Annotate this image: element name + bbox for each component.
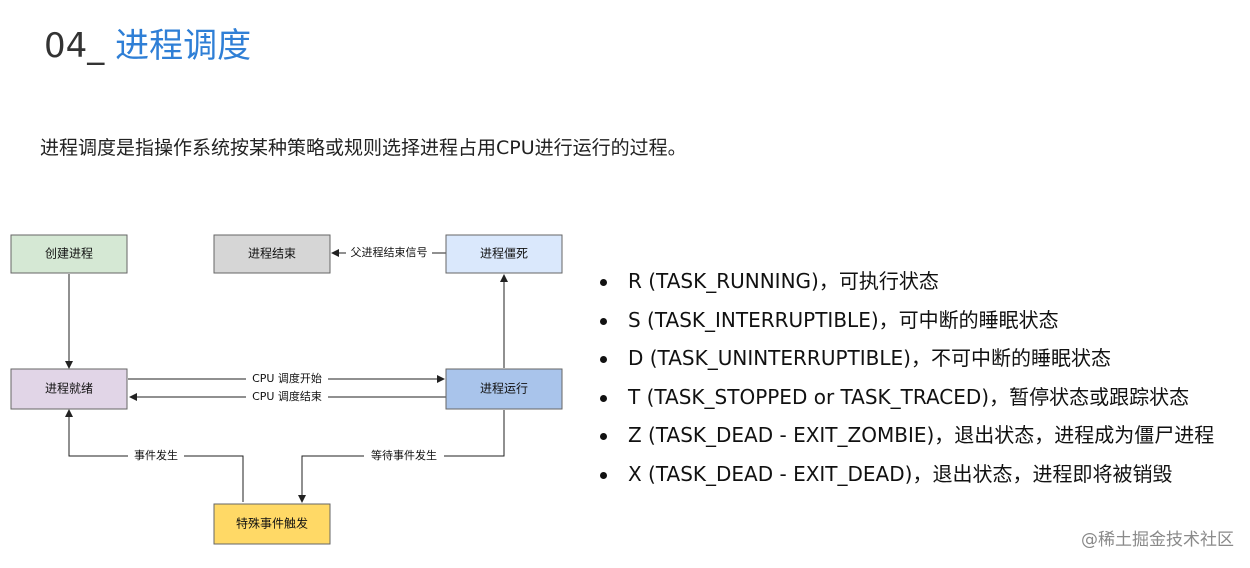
page-title: 04_ 进程调度 — [44, 22, 251, 70]
site-watermark: @稀土掘金技术社区 — [1081, 530, 1234, 550]
node-process-zombie-label: 进程僵死 — [480, 246, 528, 261]
node-process-running-label: 进程运行 — [480, 381, 528, 396]
edge-label-cpu-start: CPU 调度开始 — [252, 371, 322, 385]
state-item-z: Z (TASK_DEAD - EXIT_ZOMBIE)，退出状态，进程成为僵尸进… — [596, 416, 1214, 455]
edge-label-parent-signal: 父进程结束信号 — [351, 246, 428, 259]
state-item-t: T (TASK_STOPPED or TASK_TRACED)，暂停状态或跟踪状… — [596, 378, 1214, 417]
node-process-ready-box — [10, 368, 128, 410]
process-states-list: R (TASK_RUNNING)，可执行状态 S (TASK_INTERRUPT… — [596, 262, 1214, 493]
node-process-running: 进程运行 — [445, 368, 563, 410]
edge-label-event-occur: 事件发生 — [134, 448, 178, 462]
process-state-diagram: 父进程结束信号 CPU 调度开始 CPU 调度结束 事件发生 等待事件发生 创建… — [10, 234, 563, 545]
state-item-s: S (TASK_INTERRUPTIBLE)，可中断的睡眠状态 — [596, 301, 1214, 340]
node-special-event-box — [213, 503, 331, 545]
node-process-zombie: 进程僵死 — [445, 234, 563, 274]
node-process-ready-label: 进程就绪 — [45, 381, 93, 396]
node-special-event-label: 特殊事件触发 — [236, 516, 308, 531]
description-text: 进程调度是指操作系统按某种策略或规则选择进程占用CPU进行运行的过程。 — [40, 137, 687, 159]
state-item-d: D (TASK_UNINTERRUPTIBLE)，不可中断的睡眠状态 — [596, 339, 1214, 378]
edge-label-cpu-end: CPU 调度结束 — [252, 389, 322, 403]
node-process-end-label: 进程结束 — [248, 246, 296, 261]
node-special-event: 特殊事件触发 — [213, 503, 331, 545]
node-process-ready: 进程就绪 — [10, 368, 128, 410]
state-item-r: R (TASK_RUNNING)，可执行状态 — [596, 262, 1214, 301]
node-create-process-box — [10, 234, 128, 274]
node-process-end-box — [213, 234, 331, 274]
edge-label-wait-event: 等待事件发生 — [371, 448, 437, 462]
section-number: 04_ — [44, 26, 105, 66]
section-title: 进程调度 — [115, 26, 252, 66]
node-process-zombie-box — [445, 234, 563, 274]
node-process-end: 进程结束 — [213, 234, 331, 274]
node-process-running-box — [445, 368, 563, 410]
node-create-process-label: 创建进程 — [45, 246, 93, 261]
state-item-x: X (TASK_DEAD - EXIT_DEAD)，退出状态，进程即将被销毁 — [596, 455, 1214, 494]
node-create-process: 创建进程 — [10, 234, 128, 274]
